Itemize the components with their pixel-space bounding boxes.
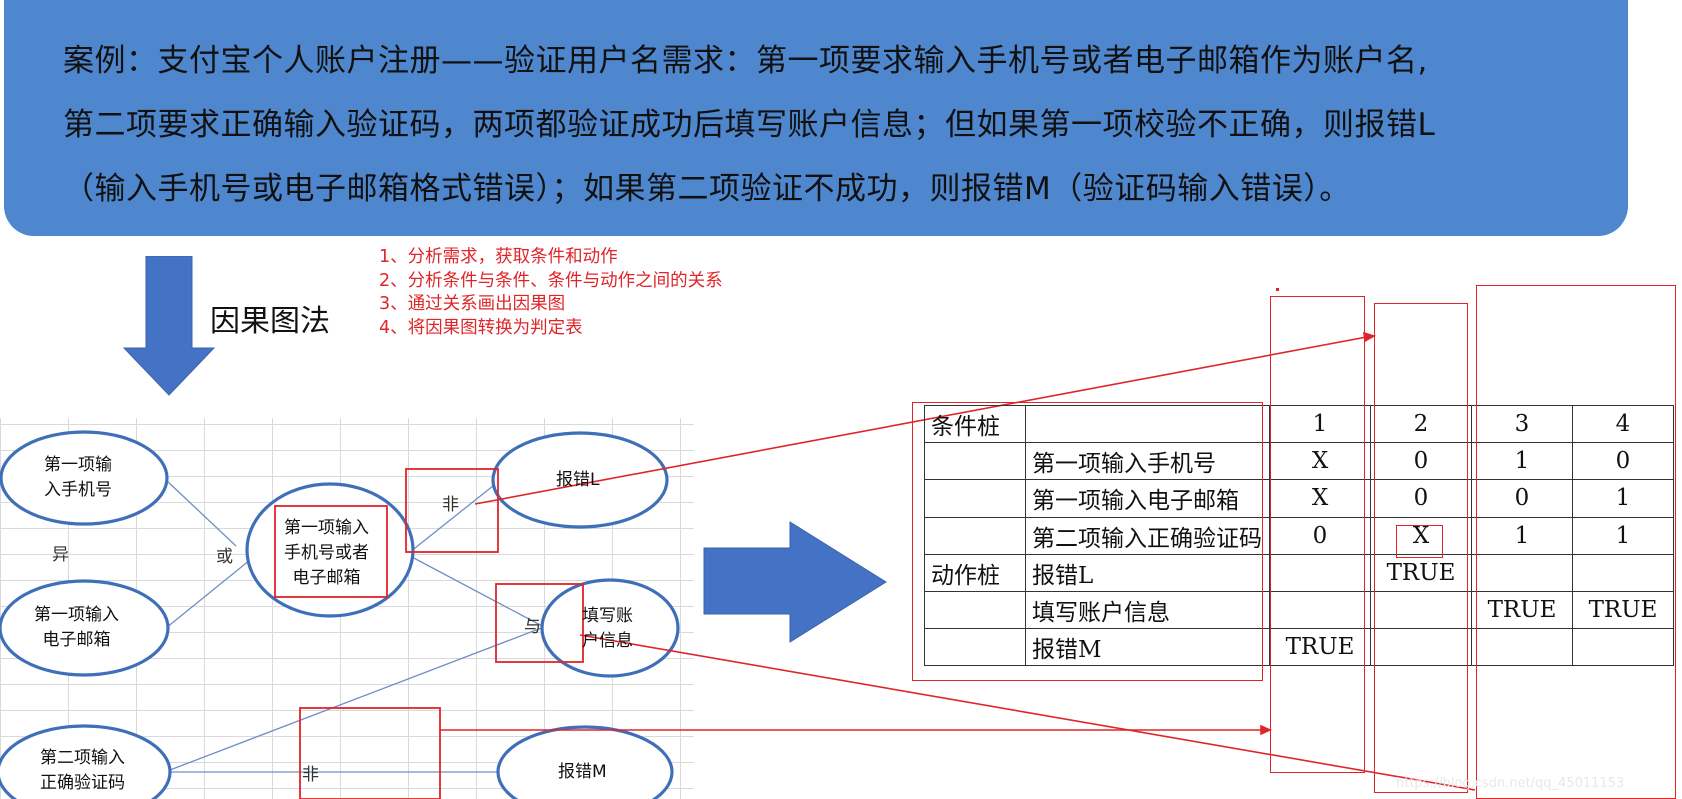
step-4: 4、将因果图转换为判定表 <box>379 317 583 338</box>
table-cell: TRUE <box>1370 553 1472 592</box>
table-row: 第一项输入手机号 X 0 1 0 <box>924 442 1674 481</box>
table-cell: 第二项输入正确验证码 <box>1025 516 1270 555</box>
table-cell: 第一项输入手机号 <box>1025 442 1270 481</box>
highlight-cell-x <box>1396 525 1443 558</box>
table-cell: 1 <box>1269 404 1371 444</box>
step-3: 3、通过关系画出因果图 <box>379 294 566 314</box>
table-cell: 报错M <box>1025 628 1270 667</box>
table-cell: 条件桩 <box>924 404 1026 444</box>
table-cell: 0 <box>1572 442 1674 481</box>
table-cell <box>924 590 1026 630</box>
node-c2-label: 第一项输入 电子邮箱 <box>34 605 119 650</box>
map-line-rule34 <box>579 634 1476 791</box>
table-cell: 动作桩 <box>924 553 1026 592</box>
node-mid <box>245 482 415 618</box>
highlight-not-top <box>405 468 499 553</box>
table-cell: 报错L <box>1025 553 1270 592</box>
requirement-line-2: 第二项要求正确输入验证码，两项都验证成功后填写账户信息；但如果第一项校验不正确，… <box>63 107 1436 143</box>
highlight-rules-3-4 <box>1476 285 1676 799</box>
node-c1-label: 第一项输 入手机号 <box>44 455 112 500</box>
map-line-rule2 <box>474 335 1373 505</box>
method-label: 因果图法 <box>210 304 330 339</box>
table-cell: TRUE <box>1269 628 1371 667</box>
node-c3-label: 第二项输入 正确验证码 <box>40 748 125 793</box>
table-row: 填写账户信息 TRUE TRUE <box>924 590 1674 630</box>
node-errM-label: 报错M <box>558 762 607 782</box>
requirement-line-1: 案例：支付宝个人账户注册——验证用户名需求：第一项要求输入手机号或者电子邮箱作为… <box>63 43 1428 79</box>
highlight-not-bottom <box>299 707 441 799</box>
node-c1 <box>0 430 169 526</box>
table-cell: 0 <box>1471 479 1573 518</box>
edge-mid-fill <box>409 555 545 628</box>
edge-mid-errL <box>409 481 499 553</box>
highlight-rule-1 <box>1270 296 1365 773</box>
table-cell: 3 <box>1471 404 1573 444</box>
requirement-line-3: （输入手机号或电子邮箱格式错误）；如果第二项验证不成功，则报错M（验证码输入错误… <box>63 171 1351 207</box>
highlight-mid <box>274 505 388 598</box>
steps-list: 1、分析需求，获取条件和动作 2、分析条件与条件、条件与动作之间的关系 3、通过… <box>379 246 723 340</box>
node-errL-label: 报错L <box>556 470 600 490</box>
node-fill <box>540 578 680 678</box>
highlight-and <box>495 583 584 663</box>
node-errL <box>491 431 669 529</box>
highlight-rule-2 <box>1374 303 1468 793</box>
edge-c2-mid <box>165 559 251 629</box>
table-cell <box>1025 404 1270 444</box>
table-cell: X <box>1269 479 1371 518</box>
step-2: 2、分析条件与条件、条件与动作之间的关系 <box>379 270 723 291</box>
table-row: 第二项输入正确验证码 0 X 1 1 <box>924 516 1674 555</box>
highlight-stubs <box>912 402 1263 681</box>
table-cell <box>1572 553 1674 592</box>
node-c2 <box>0 579 170 677</box>
relation-not-bottom: 非 <box>302 765 319 785</box>
table-cell: 1 <box>1471 516 1573 555</box>
right-arrow-icon <box>703 521 887 643</box>
table-row: 动作桩 报错L TRUE <box>924 553 1674 592</box>
down-arrow-icon <box>122 256 216 396</box>
requirement-banner: 案例：支付宝个人账户注册——验证用户名需求：第一项要求输入手机号或者电子邮箱作为… <box>4 0 1628 236</box>
table-cell <box>1471 553 1573 592</box>
table-cell: TRUE <box>1572 590 1674 630</box>
decision-table: 条件桩 1 2 3 4 第一项输入手机号 X 0 1 0 第一项输入电子邮箱 X… <box>924 404 1674 667</box>
table-cell <box>1370 628 1472 667</box>
table-header-row: 条件桩 1 2 3 4 <box>924 404 1674 444</box>
table-cell: 2 <box>1370 404 1472 444</box>
relation-not-top: 非 <box>442 495 459 515</box>
edge-c1-mid <box>165 479 237 547</box>
table-cell <box>1370 590 1472 630</box>
table-cell: TRUE <box>1471 590 1573 630</box>
watermark: https://blog.csdn.net/qq_45011153 <box>1396 776 1625 791</box>
node-errM <box>496 725 674 799</box>
relation-or: 或 <box>216 547 233 567</box>
table-cell: 1 <box>1471 442 1573 481</box>
table-cell <box>1572 628 1674 667</box>
table-cell <box>924 516 1026 555</box>
node-c3 <box>0 724 172 799</box>
table-row: 报错M TRUE <box>924 628 1674 667</box>
table-cell <box>924 628 1026 667</box>
table-cell: 0 <box>1370 479 1472 518</box>
table-cell <box>924 479 1026 518</box>
table-cell: 1 <box>1572 479 1674 518</box>
marker-dot <box>1276 288 1279 291</box>
relation-exclusive: 异 <box>52 545 69 565</box>
edge-c3-fill <box>169 626 545 771</box>
node-mid-label: 第一项输入 手机号或者 电子邮箱 <box>284 518 369 588</box>
node-fill-label: 填写账 户信息 <box>582 606 633 651</box>
table-cell <box>1471 628 1573 667</box>
relation-and: 与 <box>524 617 541 637</box>
table-cell: X <box>1269 442 1371 481</box>
step-1: 1、分析需求，获取条件和动作 <box>379 247 618 267</box>
